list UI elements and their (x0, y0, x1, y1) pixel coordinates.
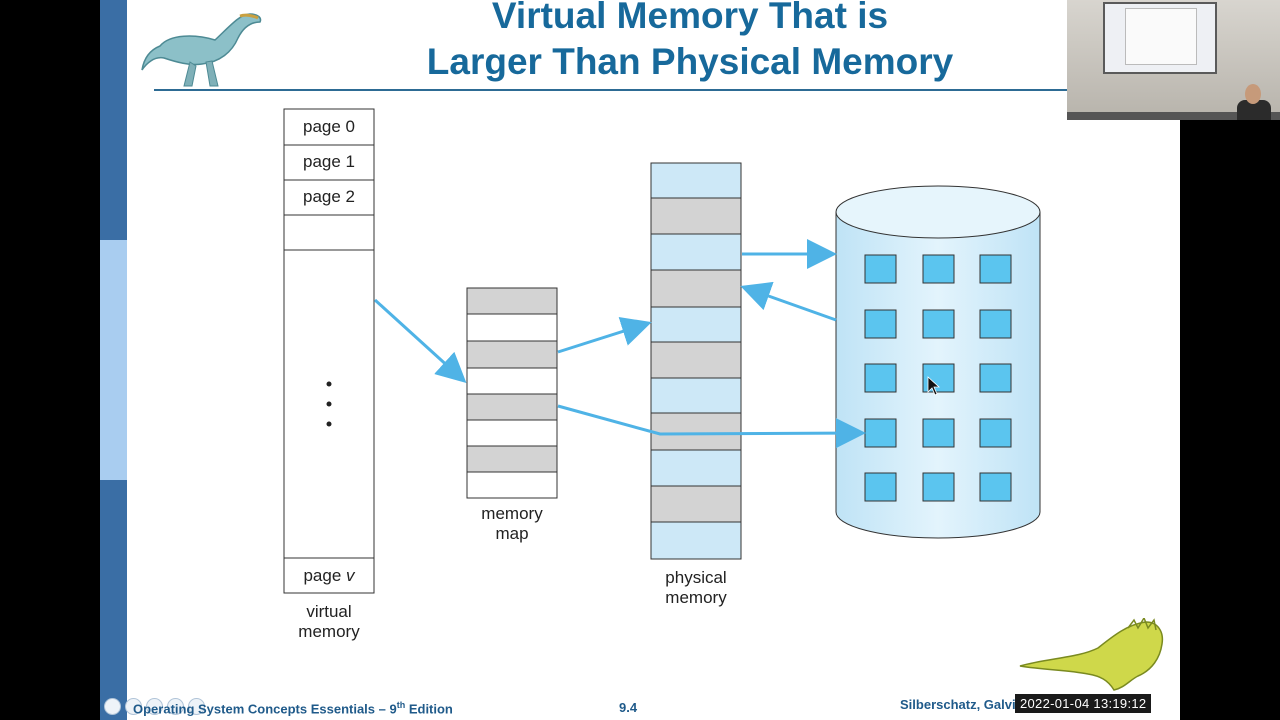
webcam-desk (1067, 112, 1280, 120)
presenter-body (1237, 100, 1271, 120)
memory-map-label: memory map (467, 504, 557, 544)
virtual-memory-column (283, 108, 375, 594)
presenter-head (1245, 84, 1261, 104)
footer-edition-sup: th (396, 700, 406, 710)
footer-edition-suffix: Edition (405, 701, 453, 717)
virtual-memory-label-line1: virtual (306, 602, 352, 621)
physical-memory-label: physical memory (646, 568, 746, 608)
dinosaur-footer-icon (1019, 618, 1164, 691)
footer-book-title: Operating System Concepts Essentials – 9… (133, 700, 453, 716)
page-v-variable: v (346, 566, 355, 585)
physical-memory-label-line1: physical (665, 568, 727, 587)
memory-map-label-line2: map (495, 524, 529, 543)
page-v-label: page v (284, 566, 374, 586)
virtual-memory-label: virtual memory (284, 602, 374, 642)
prev-slide-icon[interactable] (104, 698, 121, 715)
nav-dot-icon[interactable] (167, 698, 184, 715)
webcam-overlay (1067, 0, 1280, 120)
slide: Virtual Memory That is Larger Than Physi… (100, 0, 1180, 720)
slide-side-bar (100, 0, 127, 720)
memory-map-table (466, 287, 558, 499)
footer-page-number: 9.4 (619, 700, 638, 715)
dinosaur-logo-icon (141, 13, 262, 87)
page-1-label: page 1 (303, 152, 355, 171)
page-v-prefix: page (303, 566, 347, 585)
mouse-cursor-icon (927, 376, 941, 396)
side-bar-highlight (100, 240, 127, 480)
slide-title-line1: Virtual Memory That is (491, 0, 889, 36)
left-letterbox (0, 0, 100, 720)
title-divider (154, 89, 1074, 91)
nav-dot-icon[interactable] (146, 698, 163, 715)
disk-blocks (864, 254, 1012, 502)
slide-title-line2: Larger Than Physical Memory (426, 41, 954, 82)
mapping-arrows (373, 239, 866, 449)
physical-memory-label-line2: memory (665, 588, 727, 607)
right-letterbox (1180, 0, 1280, 720)
virtual-memory-label-line2: memory (298, 622, 360, 641)
footer-book-title-text: Operating System Concepts Essentials – 9 (133, 701, 397, 717)
page-0-label: page 0 (303, 117, 355, 136)
physical-memory-column (650, 162, 742, 560)
memory-map-label-line1: memory (481, 504, 543, 523)
projected-slide (1125, 8, 1197, 65)
projector-screen (1103, 2, 1217, 74)
nav-dot-icon[interactable] (125, 698, 142, 715)
slide-nav-controls[interactable] (104, 698, 205, 715)
page-2-label: page 2 (303, 187, 355, 206)
recording-timestamp: 2022-01-04 13:19:12 (1015, 694, 1152, 713)
nav-dot-icon[interactable] (188, 698, 205, 715)
memory-diagram (283, 108, 1041, 594)
